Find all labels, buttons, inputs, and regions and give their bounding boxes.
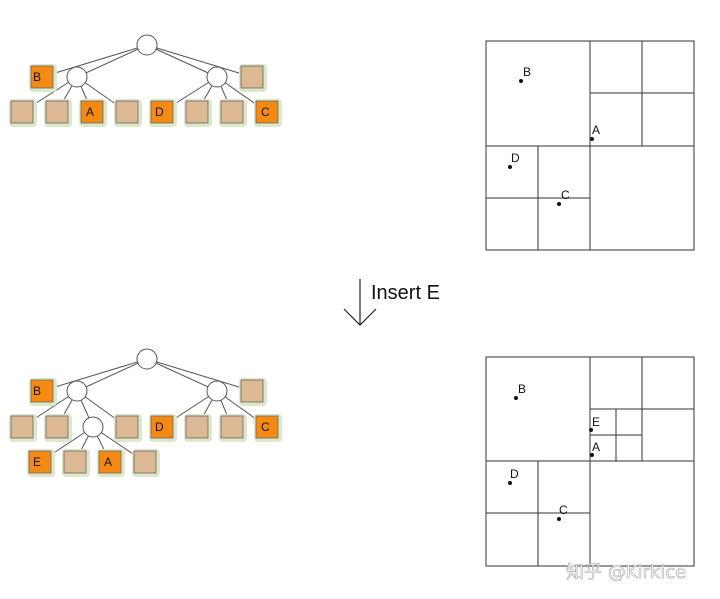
tree-after-node xyxy=(66,380,88,402)
grid-before xyxy=(485,40,695,251)
tree-after-root-node xyxy=(136,348,158,370)
grid-after-label-c: C xyxy=(559,503,568,517)
tree-before-leaf xyxy=(185,100,209,124)
tree-after-leaf xyxy=(133,450,157,474)
grid-after-point-b xyxy=(514,396,518,400)
grid-after-label-e: E xyxy=(592,415,600,429)
grid-before-label-d: D xyxy=(511,151,520,165)
grid-after-label-d: D xyxy=(510,467,519,481)
tree-before-leaf-d xyxy=(150,100,174,124)
tree-before: B A D C xyxy=(9,34,282,127)
tree-after-new-node xyxy=(82,416,104,438)
tree-after-leaf-c xyxy=(255,415,279,439)
tree-after-leaf xyxy=(240,379,264,403)
tree-after-edges xyxy=(21,358,268,463)
tree-after-leaf xyxy=(115,415,139,439)
tree-before-leaf xyxy=(45,100,69,124)
grid-after-point-d xyxy=(508,481,512,485)
grid-after-label-b: B xyxy=(518,382,526,396)
down-arrow-icon xyxy=(343,279,377,326)
grid-before-label-b: B xyxy=(523,65,531,79)
tree-after-leaf-b xyxy=(30,379,54,403)
grid-after-point-e xyxy=(589,428,593,432)
grid-before-label-a: A xyxy=(592,123,600,137)
tree-before-label-c: C xyxy=(261,105,270,119)
grid-after xyxy=(485,356,695,567)
tree-after-label-a: A xyxy=(104,455,112,469)
tree-before-node xyxy=(66,66,88,88)
tree-before-leaf-c xyxy=(255,100,279,124)
tree-after-leaf xyxy=(63,450,87,474)
tree-before-leaf-b xyxy=(30,65,54,89)
tree-after-leaf xyxy=(185,415,209,439)
grid-before-point-b xyxy=(519,79,523,83)
tree-before-label-d: D xyxy=(155,105,164,119)
tree-after: B D C E A xyxy=(9,348,282,477)
tree-before-leaf xyxy=(220,100,244,124)
tree-after-leaf xyxy=(45,415,69,439)
tree-after-node xyxy=(206,380,228,402)
tree-before-label-b: B xyxy=(33,70,41,84)
tree-after-leaf-d xyxy=(150,415,174,439)
grid-before-point-c xyxy=(557,202,561,206)
grid-before-label-c: C xyxy=(561,188,570,202)
tree-after-leaf-e xyxy=(28,450,52,474)
tree-before-leaf-a xyxy=(80,100,104,124)
grid-after-point-c xyxy=(557,517,561,521)
arrow-label: Insert E xyxy=(371,282,440,304)
grid-before-point-d xyxy=(508,165,512,169)
tree-before-root-node xyxy=(136,34,158,56)
grid-before-point-a xyxy=(590,137,594,141)
grid-before-points xyxy=(508,79,594,206)
tree-after-label-b: B xyxy=(33,384,41,398)
grid-after-point-a xyxy=(590,453,594,457)
watermark: 知乎 @Kirkice xyxy=(566,562,686,583)
tree-after-leaf-a xyxy=(98,450,122,474)
tree-after-label-d: D xyxy=(155,420,164,434)
tree-after-leaf xyxy=(10,415,34,439)
tree-after-label-c: C xyxy=(261,420,270,434)
tree-after-label-e: E xyxy=(33,455,41,469)
tree-before-leaf xyxy=(115,100,139,124)
tree-before-leaf xyxy=(10,100,34,124)
tree-before-label-a: A xyxy=(86,105,94,119)
tree-before-leaf xyxy=(240,65,264,89)
grid-after-points xyxy=(508,396,594,521)
grid-after-label-a: A xyxy=(592,440,600,454)
tree-before-node xyxy=(206,66,228,88)
tree-after-leaf xyxy=(220,415,244,439)
